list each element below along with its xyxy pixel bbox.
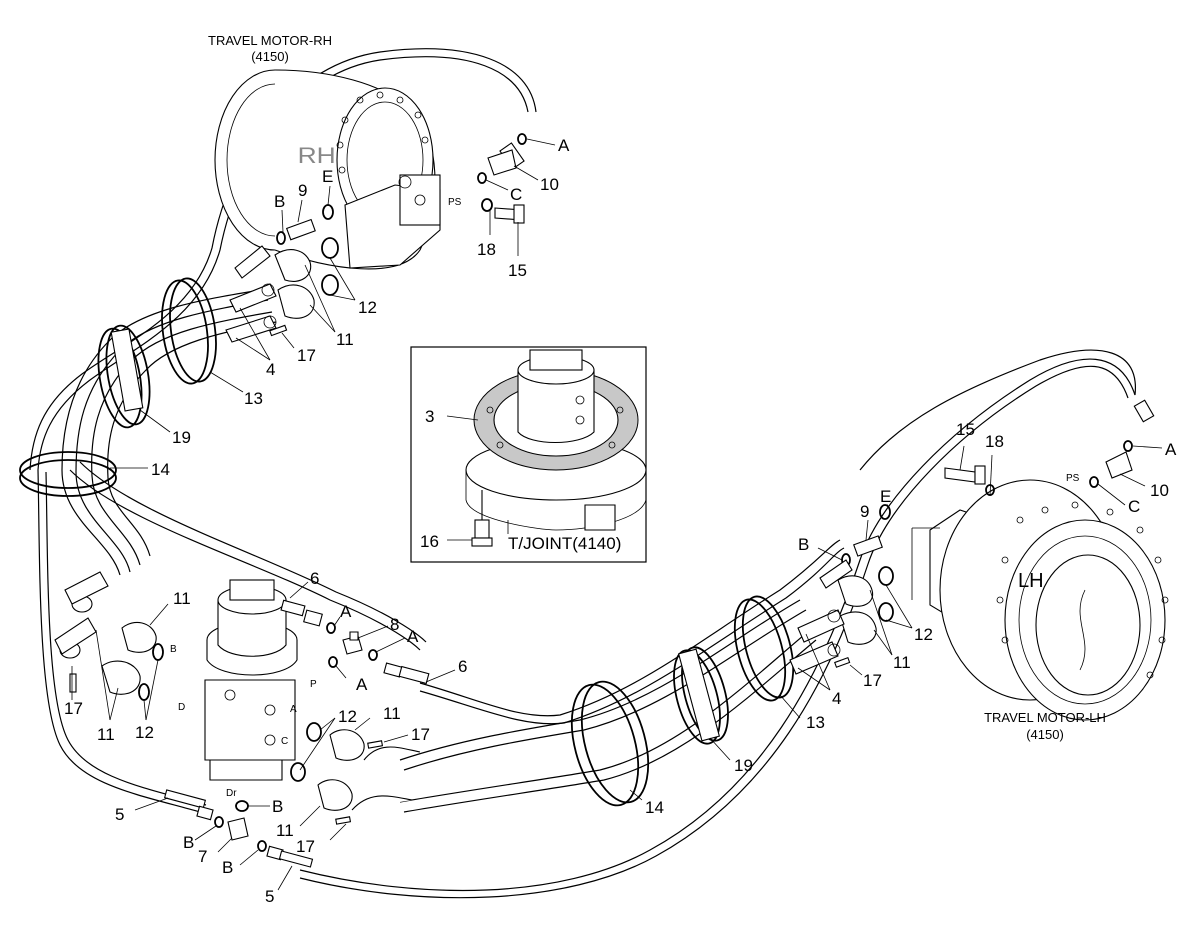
rh-clamps [97,277,217,429]
rh-motor-bolt-holes [336,91,429,174]
callout-lh-9: 9 [860,502,869,521]
callout-labels: A 10 C 18 15 E 9 B 12 11 17 4 13 19 14 6… [64,136,1177,906]
callout-rh-11: 11 [336,330,354,349]
rh-motor-mark: RH [298,144,336,168]
callout-l-a2: A [407,627,419,646]
callout-rh-15: 15 [508,261,527,280]
callout-l-8: 8 [390,615,399,634]
callout-rh-e: E [322,167,333,186]
callout-3: 3 [425,407,434,426]
callout-l-b1: B [272,797,283,816]
middle-clamps [570,595,795,807]
travel-motor-rh: RH [214,69,441,270]
callout-l-6: 6 [310,569,319,588]
callout-lh-10: 10 [1150,481,1169,500]
port-a: A [290,704,297,715]
joint-label: T/JOINT(4140) [508,534,621,553]
callout-l-12a: 12 [135,723,154,742]
callout-l-17a: 17 [64,699,83,718]
rh-motor-code: (4150) [251,49,289,64]
turning-joint-inset [410,346,647,563]
callout-lh-a: A [1165,440,1177,459]
callout-l-7: 7 [198,847,207,866]
callout-rh-a: A [558,136,570,155]
callout-l-11b: 11 [97,725,115,744]
callout-lh-18: 18 [985,432,1004,451]
callout-rh-13: 13 [244,389,263,408]
callout-lh-17: 17 [863,671,882,690]
port-dr: Dr [226,788,237,799]
lh-motor-title: TRAVEL MOTOR-LH [984,710,1106,725]
callout-mid-13: 13 [806,713,825,732]
left-clamp-14 [19,451,117,497]
callout-lh-11: 11 [893,653,911,672]
callout-l-5a: 5 [115,805,124,824]
callout-l-11d: 11 [276,821,294,840]
callout-rh-12: 12 [358,298,377,317]
leader-lines [71,138,1163,891]
callout-l-12b: 12 [338,707,357,726]
callout-rh-b: B [274,192,285,211]
lh-motor-code: (4150) [1026,727,1064,742]
callout-rh-18: 18 [477,240,496,259]
callout-rh-4: 4 [266,360,275,379]
callout-16: 16 [420,532,439,551]
callout-mid-14: 14 [645,798,664,817]
callout-lh-e: E [880,487,891,506]
callout-rh-c: C [510,185,522,204]
callout-l-b3: B [222,858,233,877]
port-d: D [178,702,185,713]
callout-l-5b: 5 [265,887,274,906]
port-b: B [170,644,177,655]
callout-rh-10: 10 [540,175,559,194]
callout-rh-17: 17 [297,346,316,365]
center-fittings [54,571,430,868]
lh-motor-bolt-holes [996,501,1169,679]
callout-rh-9: 9 [298,181,307,200]
rh-port-ps: PS [448,197,462,208]
lh-motor-mark: LH [1018,570,1044,592]
callout-mid-19: 19 [734,756,753,775]
lh-port-ps: PS [1066,473,1080,484]
center-turning-joint [204,579,298,781]
callout-rh-19: 19 [172,428,191,447]
callout-l-11a: 11 [173,589,191,608]
lh-fittings [789,399,1155,675]
callout-lh-12: 12 [914,625,933,644]
callout-l-17c: 17 [296,837,315,856]
port-p: P [310,679,317,690]
callout-lh-15: 15 [956,420,975,439]
callout-l-6b: 6 [458,657,467,676]
callout-lh-4: 4 [832,689,841,708]
port-c: C [281,736,288,747]
callout-l-a1: A [340,602,352,621]
callout-lh-c: C [1128,497,1140,516]
callout-l-11c: 11 [383,704,401,723]
callout-l-17b: 17 [411,725,430,744]
callout-left-14: 14 [151,460,170,479]
rh-motor-title: TRAVEL MOTOR-RH [208,33,332,48]
callout-lh-b: B [798,535,809,554]
callout-l-b2: B [183,833,194,852]
travel-motor-lh [929,479,1169,721]
callout-l-a3: A [356,675,368,694]
